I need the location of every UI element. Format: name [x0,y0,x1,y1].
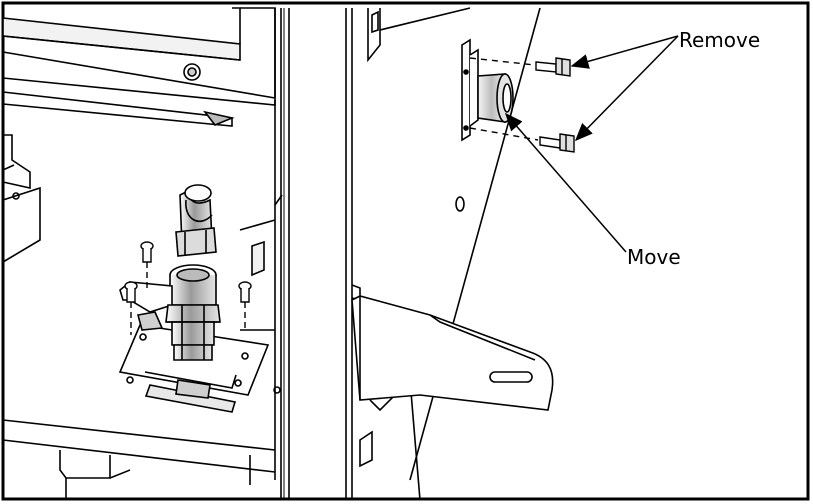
remove-screws [469,57,575,153]
cabinet-interior [2,7,283,500]
callout-remove: Remove [679,28,761,52]
valve-screws [124,241,252,335]
side-panel [351,7,541,501]
screw-icon [140,241,154,263]
screw-icon [535,57,571,77]
leader-remove-top [570,35,679,69]
screw-icon [238,281,252,303]
ball-valve [119,184,221,361]
leader-remove-bottom [574,35,679,142]
center-post [283,8,353,500]
callout-move: Move [627,245,681,269]
callout-leaders [505,35,679,253]
screw-icon [124,281,138,303]
screw-icon [539,133,575,153]
pressure-relief-valve-icon [461,38,514,142]
bracket-icon [351,295,554,411]
leader-move [505,112,627,253]
